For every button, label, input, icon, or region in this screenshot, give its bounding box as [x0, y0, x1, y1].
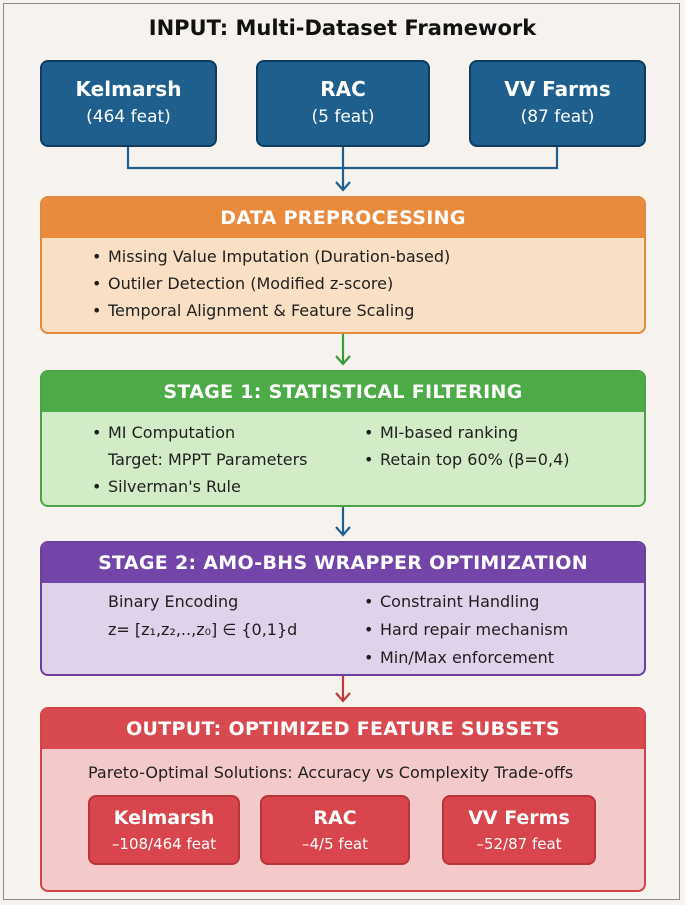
output-panel: OUTPUT: OPTIMIZED FEATURE SUBSETS Pareto… — [40, 707, 646, 892]
output-features: –52/87 feat — [476, 835, 562, 853]
arrow-stage1-to-stage2 — [335, 507, 351, 537]
preprocessing-item: Temporal Alignment & Feature Scaling — [92, 301, 414, 320]
stage1-item: Retain top 60% (β=0,4) — [364, 450, 569, 469]
stage2-item: Constraint Handling — [364, 592, 539, 611]
input-merge-connector — [126, 147, 559, 192]
output-box-rac: RAC –4/5 feat — [260, 795, 410, 865]
arrow-pre-to-stage1 — [335, 334, 351, 366]
stage1-item: MI Computation — [92, 423, 235, 442]
input-name: VV Farms — [504, 77, 611, 101]
output-box-vv-ferms: VV Ferms –52/87 feat — [442, 795, 596, 865]
output-name: VV Ferms — [468, 807, 570, 829]
output-name: RAC — [313, 807, 357, 829]
input-features: (464 feat) — [86, 107, 171, 127]
preprocessing-item: Missing Value Imputation (Duration-based… — [92, 247, 450, 266]
stage2-item: Hard repair mechanism — [364, 620, 568, 639]
stage1-subitem: Target: MPPT Parameters — [108, 450, 308, 469]
input-name: Kelmarsh — [75, 77, 182, 101]
stage1-title: STAGE 1: STATISTICAL FILTERING — [42, 372, 644, 412]
output-features: –108/464 feat — [111, 835, 217, 853]
preprocessing-title: DATA PREPROCESSING — [42, 198, 644, 238]
diagram-frame — [3, 3, 680, 900]
output-title: OUTPUT: OPTIMIZED FEATURE SUBSETS — [42, 709, 644, 749]
output-name: Kelmarsh — [113, 807, 215, 829]
output-features: –4/5 feat — [302, 835, 368, 853]
stage1-item: MI-based ranking — [364, 423, 518, 442]
stage1-panel: STAGE 1: STATISTICAL FILTERING MI Comput… — [40, 370, 646, 507]
output-subtitle: Pareto-Optimal Solutions: Accuracy vs Co… — [88, 763, 574, 782]
output-box-kelmarsh: Kelmarsh –108/464 feat — [88, 795, 240, 865]
input-box-rac: RAC (5 feat) — [256, 60, 430, 147]
input-name: RAC — [320, 77, 366, 101]
preprocessing-item: Outiler Detection (Modified z-score) — [92, 274, 393, 293]
stage2-item: Binary Encoding — [108, 592, 239, 611]
stage2-title: STAGE 2: AMO-BHS WRAPPER OPTIMIZATION — [42, 543, 644, 583]
stage2-item: Min/Max enforcement — [364, 648, 554, 667]
input-box-kelmarsh: Kelmarsh (464 feat) — [40, 60, 217, 147]
stage2-formula: z= [z₁,z₂,..,z₀] ∈ {0,1}d — [108, 620, 298, 639]
stage2-panel: STAGE 2: AMO-BHS WRAPPER OPTIMIZATION Bi… — [40, 541, 646, 676]
arrow-stage2-to-output — [335, 676, 351, 703]
diagram-title: INPUT: Multi-Dataset Framework — [148, 16, 537, 40]
input-features: (87 feat) — [520, 107, 595, 127]
stage1-item: Silverman's Rule — [92, 477, 241, 496]
preprocessing-panel: DATA PREPROCESSING Missing Value Imputat… — [40, 196, 646, 334]
input-box-vv-farms: VV Farms (87 feat) — [469, 60, 646, 147]
input-features: (5 feat) — [311, 107, 375, 127]
